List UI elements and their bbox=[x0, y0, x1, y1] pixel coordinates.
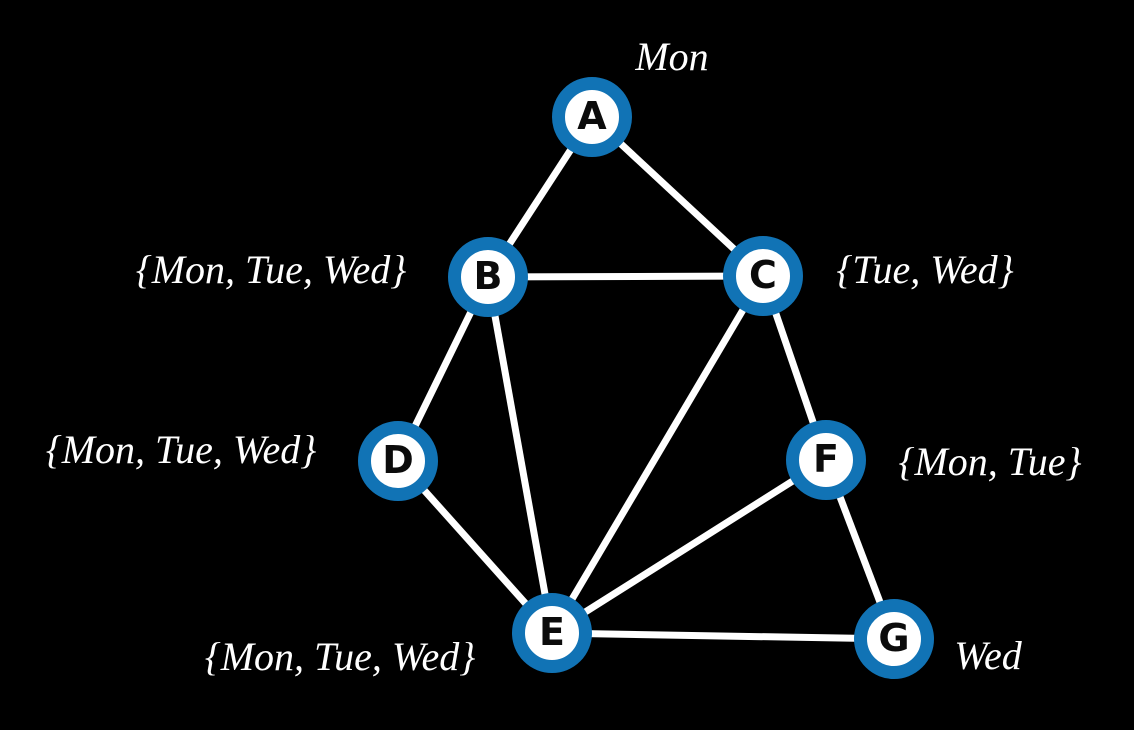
domain-label-G: Wed bbox=[954, 633, 1022, 678]
node-letter-F: F bbox=[813, 437, 839, 481]
edge-B-C bbox=[487, 272, 764, 281]
domain-label-E: {Mon, Tue, Wed} bbox=[204, 634, 476, 679]
node-letter-E: E bbox=[539, 610, 565, 654]
domain-label-F: {Mon, Tue} bbox=[898, 439, 1082, 484]
node-letter-B: B bbox=[473, 254, 503, 298]
edge-B-E bbox=[484, 276, 556, 634]
domain-label-D: {Mon, Tue, Wed} bbox=[45, 427, 317, 472]
node-A: A bbox=[552, 77, 632, 157]
edge-E-G bbox=[551, 629, 895, 643]
node-B: B bbox=[448, 237, 528, 317]
domain-label-A: Mon bbox=[635, 34, 709, 79]
node-D: D bbox=[358, 421, 438, 501]
node-letter-G: G bbox=[878, 616, 910, 660]
node-letter-C: C bbox=[749, 253, 777, 297]
node-E: E bbox=[512, 593, 592, 673]
node-C: C bbox=[723, 236, 803, 316]
node-letter-A: A bbox=[577, 94, 607, 138]
domain-label-B: {Mon, Tue, Wed} bbox=[135, 247, 407, 292]
node-F: F bbox=[786, 420, 866, 500]
node-G: G bbox=[854, 599, 934, 679]
domain-label-C: {Tue, Wed} bbox=[836, 247, 1014, 292]
edge-E-F bbox=[550, 457, 828, 636]
edge-C-E bbox=[548, 274, 767, 635]
node-letter-D: D bbox=[382, 438, 414, 482]
